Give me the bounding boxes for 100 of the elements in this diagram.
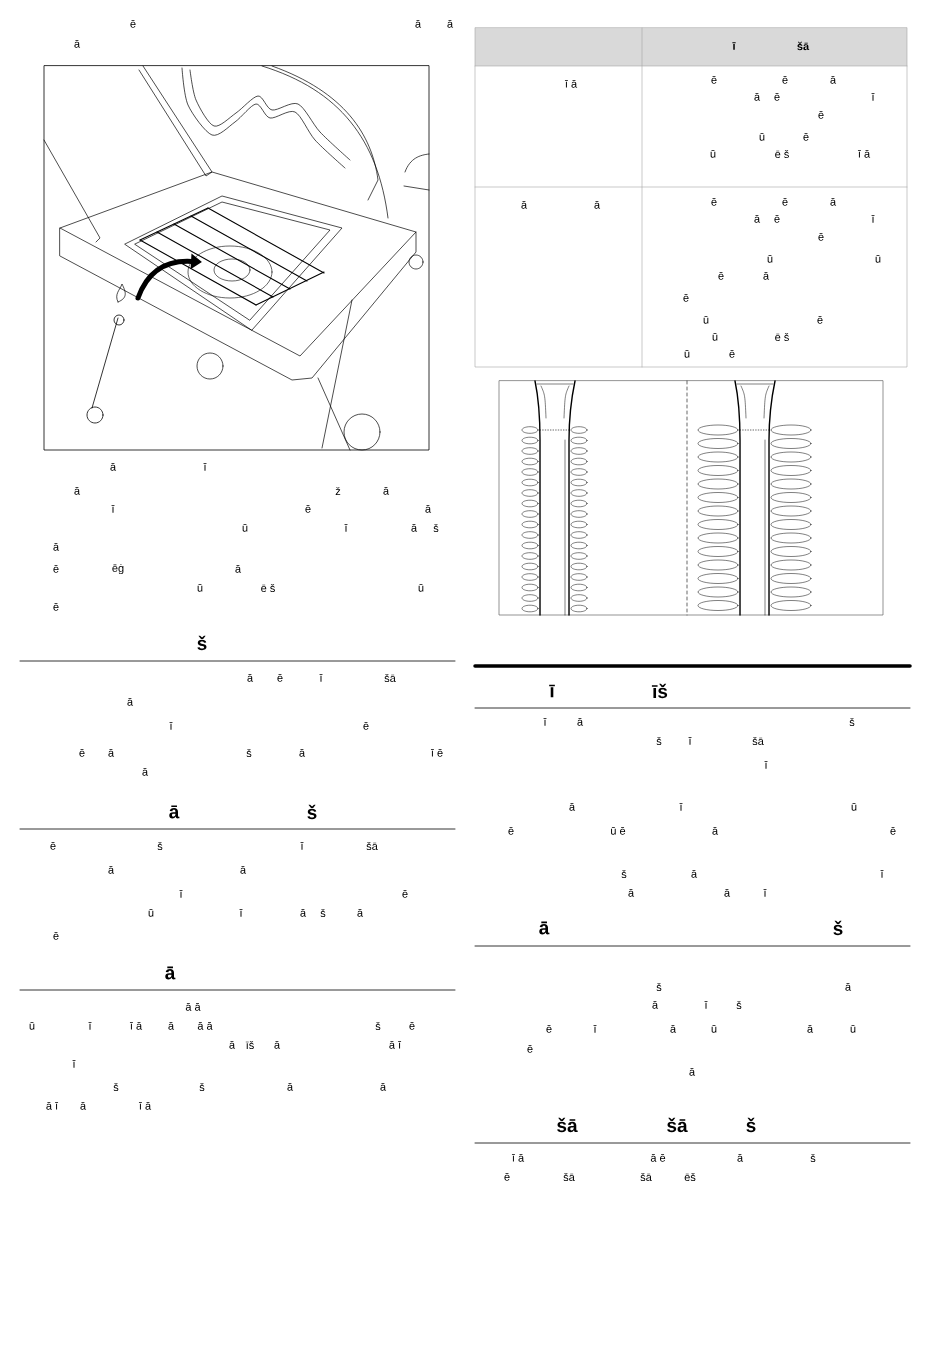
body-text: š [199, 1082, 205, 1092]
body-text: ē [504, 1173, 510, 1181]
body-text: ā [691, 870, 698, 878]
body-text: ā [299, 749, 306, 757]
body-text: š [621, 869, 627, 879]
table-cell-text: ē š [775, 149, 789, 159]
table-cell-text: ā [521, 201, 528, 209]
table-cell-text: ē [803, 133, 809, 141]
body-text: ū [197, 584, 203, 592]
body-text: ā [300, 909, 307, 917]
body-text: ā [108, 866, 115, 874]
body-text: ē [305, 505, 311, 513]
body-text: ā [274, 1041, 281, 1049]
table-cell-text: ī ā [857, 150, 871, 158]
section-heading: š [833, 920, 843, 936]
body-text: ī [688, 737, 692, 745]
body-text: ī ā [138, 1102, 152, 1110]
body-text: ā [240, 866, 247, 874]
body-text: ī [764, 761, 768, 769]
body-text: ū [148, 909, 154, 917]
body-text: ā [247, 674, 254, 682]
body-text: š [656, 982, 662, 992]
body-text: ī [203, 463, 207, 471]
body-text: ī [179, 890, 183, 898]
body-text: ā [74, 40, 81, 48]
table-header-text: ī [732, 42, 736, 50]
body-text: š [810, 1153, 816, 1163]
body-text: ī [169, 722, 173, 730]
body-text: ū ē [611, 827, 626, 835]
body-text: ā [142, 768, 149, 776]
body-text: š [736, 1000, 742, 1010]
body-text: š [433, 523, 439, 533]
body-text: ē [527, 1045, 533, 1053]
body-text: ā [577, 718, 584, 726]
body-text: ē [53, 603, 59, 611]
body-text: š [113, 1082, 119, 1092]
body-text: ā [108, 749, 115, 757]
section-heading: ā [539, 921, 550, 935]
body-text: ē [409, 1022, 415, 1030]
body-text: ī ā [511, 1154, 525, 1162]
body-text: ā [569, 803, 576, 811]
body-text: ē [277, 674, 283, 682]
table-cell-text: ū [759, 133, 765, 141]
body-text: šā [366, 841, 378, 851]
body-text: ē [363, 722, 369, 730]
body-text: ī [763, 889, 767, 897]
body-text: ā [411, 524, 418, 532]
body-text: ā [74, 487, 81, 495]
table-cell-text: ā [594, 201, 601, 209]
body-text: ī [239, 909, 243, 917]
table-cell-text: ē [774, 215, 780, 223]
body-text: ū [418, 584, 424, 592]
section-heading: š [746, 1117, 756, 1133]
table-cell-text: ē [711, 76, 717, 84]
section-heading: šā [557, 1117, 578, 1133]
body-text: ē [546, 1025, 552, 1033]
body-text: ī ē [430, 749, 443, 757]
table-header-text: šā [797, 41, 810, 51]
body-text: ī [111, 505, 115, 513]
body-text: ē š [261, 583, 275, 593]
table-cell-text: ē [818, 111, 824, 119]
body-text: ā [425, 505, 432, 513]
table-cell-text: ā [754, 93, 761, 101]
body-text: š [157, 841, 163, 851]
body-text: ī [543, 718, 547, 726]
body-text: ā ī [46, 1102, 59, 1110]
table-cell-text: ū [767, 255, 773, 263]
body-text: ā [357, 909, 364, 917]
body-text: ēš [684, 1172, 696, 1182]
table-cell-text: ā [830, 76, 837, 84]
body-text: ā [628, 889, 635, 897]
body-text: ā [110, 463, 117, 471]
table-cell-text: ī ā [564, 80, 578, 88]
body-text: ā [689, 1068, 696, 1076]
body-text: ā [127, 698, 134, 706]
section-heading: š [307, 804, 317, 820]
table-cell-text: ē [774, 93, 780, 101]
body-text: ē [53, 565, 59, 573]
table-cell-text: ū [875, 255, 881, 263]
table-cell-text: ē [683, 294, 689, 302]
body-text: ā [53, 543, 60, 551]
body-text: ā [670, 1025, 677, 1033]
body-text: ā ī [389, 1041, 402, 1049]
body-text: ē [50, 842, 56, 850]
body-text: š [849, 717, 855, 727]
body-text: ē [890, 827, 896, 835]
body-text: ā ā [185, 1003, 201, 1011]
body-text: šā [563, 1172, 575, 1182]
section-heading: ā [169, 805, 180, 819]
body-text: ā [652, 1001, 659, 1009]
body-text: š [656, 736, 662, 746]
body-text: ī ā [129, 1022, 143, 1030]
table-cell-text: ū [684, 350, 690, 358]
table-cell-text: ā [763, 272, 770, 280]
section-heading: ā [165, 966, 176, 980]
table-cell-text: ū [703, 316, 709, 324]
body-text: š [246, 748, 252, 758]
table-cell-text: ē [782, 198, 788, 206]
body-text: ē [402, 890, 408, 898]
body-text: ī [593, 1025, 597, 1033]
